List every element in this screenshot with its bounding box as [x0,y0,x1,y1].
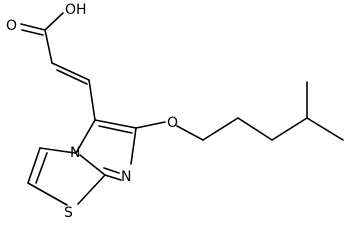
bond-c5-c6-outer [94,119,137,129]
sulfur-label: S [64,205,73,221]
bond-chain-1 [202,117,239,141]
ether-oxygen-label: O [167,115,178,131]
bond-c-o-outer [20,23,46,31]
bond-c-o-inner [21,29,44,36]
bond-c2-s [27,182,68,206]
chemical-structure-diagram: OH O N N O S [6,2,344,221]
bond-chain-3 [271,117,308,141]
bond-c7a-n-bridge [79,154,106,176]
bond-n-c3 [39,147,76,154]
bond-c5-n-bridge [75,119,96,154]
bond-chain-methyl-right [306,117,344,141]
bond-vinyl-ring [88,79,96,121]
bond-c5-c6-inner [98,125,133,134]
bond-n-c7a [104,174,122,181]
bond-vinyl-outer [51,62,90,81]
bond-n-c7a-inner [103,167,120,174]
ring-nitrogen-label: N [121,169,131,185]
ring-bridge-nitrogen-label: N [70,145,80,161]
bond-vinyl-inner [56,69,88,85]
bond-c3-c2-outer [27,147,41,184]
bond-c6-o [135,121,166,129]
carbonyl-oxygen-label: O [6,18,17,34]
bond-o-c1 [176,125,204,141]
bond-c7a-s [77,174,106,205]
hydroxyl-label: OH [65,2,87,18]
bond-c6-n [130,127,137,165]
bond-c3-c2-inner [35,152,48,184]
bond-acid-alpha [44,29,53,64]
bond-c-oh [44,12,64,31]
bond-chain-2 [237,117,273,141]
